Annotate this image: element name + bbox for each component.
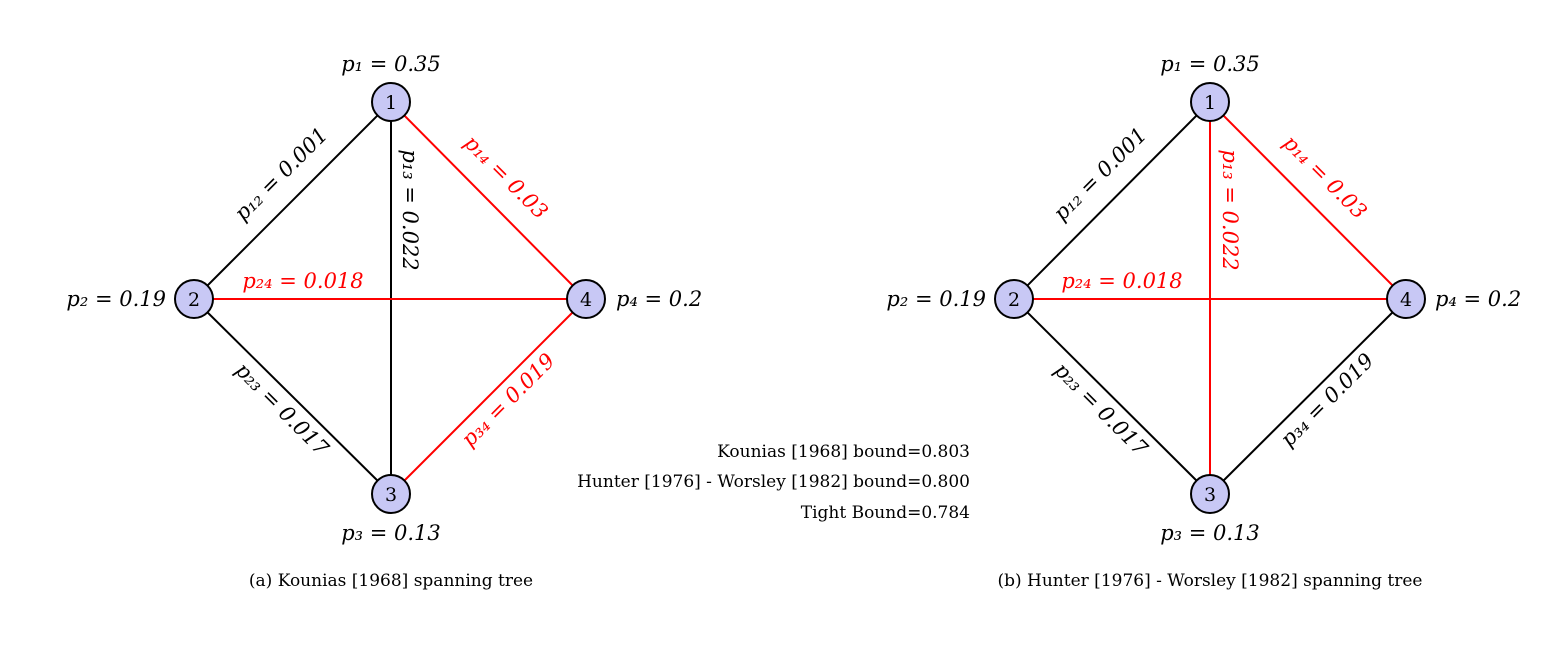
bound-hunter-worsley: Hunter [1976] - Worsley [1982] bound=0.8… <box>577 472 970 492</box>
node-circle <box>371 474 411 514</box>
prob-label-2-a: p₂ = 0.19 <box>66 287 166 311</box>
prob-label-3-b: p₃ = 0.13 <box>1160 521 1260 545</box>
node-circle <box>371 82 411 122</box>
node-label: 2 <box>188 289 200 311</box>
prob-label-2-b: p₂ = 0.19 <box>886 287 986 311</box>
edge-label-2-4-a: p₂₄ = 0.018 <box>242 269 363 293</box>
caption-b: (b) Hunter [1976] - Worsley [1982] spann… <box>997 571 1422 591</box>
node-4-a: 4 <box>566 279 606 319</box>
edge-label-2-4-b: p₂₄ = 0.018 <box>1061 269 1182 293</box>
node-label: 4 <box>580 289 592 311</box>
edge-label-1-3-b: p₁₃ = 0.022 <box>1218 149 1242 270</box>
node-label: 1 <box>385 92 397 114</box>
edge-label-1-4-a: p₁₄ = 0.03 <box>459 130 552 223</box>
node-probs-b: p₁ = 0.35 p₂ = 0.19 p₃ = 0.13 p₄ = 0.2 <box>886 52 1521 545</box>
prob-label-4-b: p₄ = 0.2 <box>1435 287 1521 311</box>
edge-1-4-a <box>390 101 587 300</box>
edge-3-4-b <box>1209 298 1407 495</box>
node-circle <box>994 279 1034 319</box>
edge-1-4-b <box>1209 101 1407 300</box>
prob-label-4-a: p₄ = 0.2 <box>616 287 702 311</box>
node-1-b: 1 <box>1190 82 1230 122</box>
node-3-b: 3 <box>1190 474 1230 514</box>
bound-kounias: Kounias [1968] bound=0.803 <box>717 442 970 462</box>
node-circle <box>174 279 214 319</box>
nodes-a: 1 2 3 4 <box>174 82 606 514</box>
node-circle <box>1386 279 1426 319</box>
node-2-b: 2 <box>994 279 1034 319</box>
subfigure-a: p₁₂ = 0.001 p₁₃ = 0.022 p₁₄ = 0.03 p₂₄ =… <box>66 52 702 591</box>
prob-label-1-b: p₁ = 0.35 <box>1160 52 1260 76</box>
node-probs-a: p₁ = 0.35 p₂ = 0.19 p₃ = 0.13 p₄ = 0.2 <box>66 52 702 545</box>
prob-label-1-a: p₁ = 0.35 <box>341 52 441 76</box>
edge-label-1-4-b: p₁₄ = 0.03 <box>1278 130 1371 223</box>
node-label: 3 <box>1204 484 1216 506</box>
edge-label-1-2-b: p₁₂ = 0.001 <box>1049 123 1152 226</box>
node-4-b: 4 <box>1386 279 1426 319</box>
node-label: 4 <box>1400 289 1412 311</box>
node-label: 3 <box>385 484 397 506</box>
bounds-block: Kounias [1968] bound=0.803 Hunter [1976]… <box>577 442 970 523</box>
edge-1-2-a <box>193 101 392 300</box>
caption-a: (a) Kounias [1968] spanning tree <box>249 571 533 591</box>
node-2-a: 2 <box>174 279 214 319</box>
node-circle <box>1190 474 1230 514</box>
node-label: 1 <box>1204 92 1216 114</box>
node-circle <box>566 279 606 319</box>
node-1-a: 1 <box>371 82 411 122</box>
edge-label-2-3-a: p₂₃ = 0.017 <box>231 358 334 461</box>
edges-a <box>193 101 587 495</box>
edge-label-2-3-b: p₂₃ = 0.017 <box>1050 358 1153 461</box>
edge-label-3-4-a: p₃₄ = 0.019 <box>457 349 560 452</box>
edge-label-1-2-a: p₁₂ = 0.001 <box>230 123 333 226</box>
node-3-a: 3 <box>371 474 411 514</box>
subfigure-b: p₁₂ = 0.001 p₁₃ = 0.022 p₁₄ = 0.03 p₂₄ =… <box>886 52 1521 591</box>
edge-2-3-a <box>193 298 392 495</box>
edge-1-2-b <box>1013 101 1211 300</box>
node-circle <box>1190 82 1230 122</box>
edges-b <box>1013 101 1407 495</box>
edge-label-3-4-b: p₃₄ = 0.019 <box>1276 349 1379 452</box>
edge-2-3-b <box>1013 298 1211 495</box>
edge-label-1-3-a: p₁₃ = 0.022 <box>398 149 422 270</box>
edge-labels-b: p₁₂ = 0.001 p₁₃ = 0.022 p₁₄ = 0.03 p₂₄ =… <box>1049 123 1379 461</box>
bound-tight: Tight Bound=0.784 <box>801 503 970 523</box>
nodes-b: 1 2 3 4 <box>994 82 1426 514</box>
node-label: 2 <box>1008 289 1020 311</box>
prob-label-3-a: p₃ = 0.13 <box>341 521 441 545</box>
edge-labels-a: p₁₂ = 0.001 p₁₃ = 0.022 p₁₄ = 0.03 p₂₄ =… <box>230 123 560 461</box>
edge-3-4-a <box>390 298 587 495</box>
